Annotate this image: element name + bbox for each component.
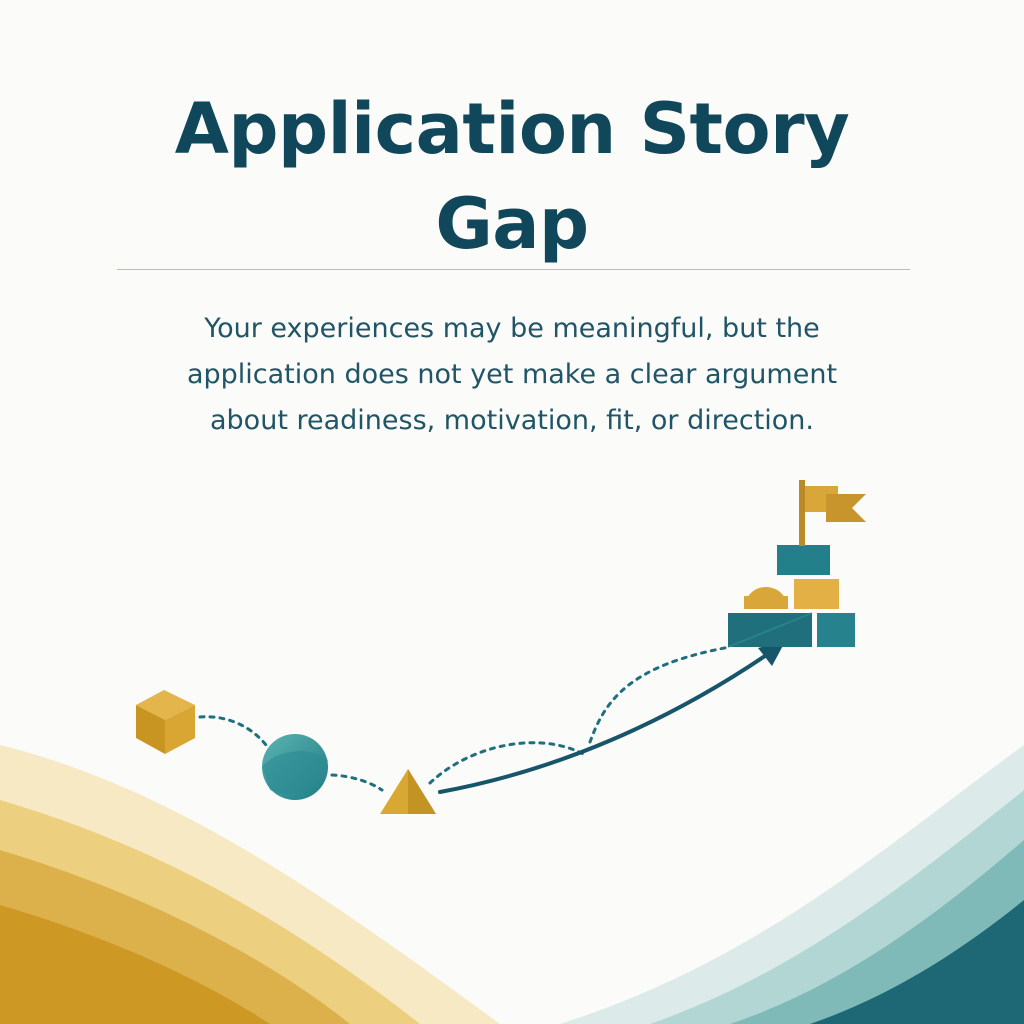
arrow-icon	[438, 640, 786, 794]
description-line-1: Your experiences may be meaningful, but …	[204, 313, 820, 344]
page-title: Application Story Gap	[0, 82, 1024, 272]
description-line-3: about readiness, motivation, fit, or dir…	[210, 405, 814, 436]
description-text: Your experiences may be meaningful, but …	[150, 306, 874, 444]
stacked-blocks-icon	[727, 545, 855, 648]
divider-line	[117, 269, 910, 270]
cube-icon	[136, 690, 195, 754]
dotted-path	[198, 645, 732, 792]
bottom-wave-decoration	[0, 745, 1024, 1024]
triangle-icon	[380, 769, 436, 814]
sphere-icon	[262, 734, 328, 800]
title-line-1: Application Story	[174, 88, 850, 170]
goal-flag-icon	[799, 480, 866, 546]
description-line-2: application does not yet make a clear ar…	[186, 359, 838, 390]
title-line-2: Gap	[435, 183, 589, 265]
